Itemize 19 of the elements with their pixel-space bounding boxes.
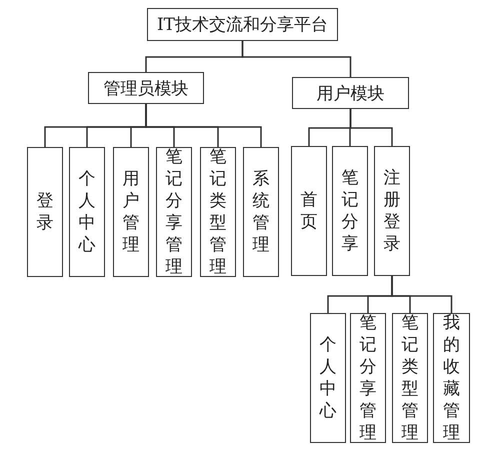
module-box: 用户模块 [292, 77, 409, 109]
module-box: 笔记分享管理 [156, 147, 192, 277]
connector-line [350, 109, 393, 146]
module-box: 登录 [27, 147, 63, 277]
module-box: 我的收藏管理 [433, 313, 470, 443]
module-box: 注册登录 [374, 146, 410, 276]
module-box: 笔记分享管理 [350, 313, 386, 443]
connector-line [391, 276, 452, 313]
module-box: 个人中心 [69, 147, 105, 277]
title-box: IT技术交流和分享平台 [147, 8, 338, 41]
module-box: 管理员模块 [88, 72, 204, 104]
module-box: 个人中心 [310, 313, 346, 443]
module-box: 系统管理 [243, 147, 279, 277]
module-box: 首页 [291, 146, 327, 276]
module-box: 用户管理 [113, 147, 149, 277]
module-box: 笔记类型管理 [392, 313, 428, 443]
module-box: 笔记分享 [332, 146, 368, 276]
module-box: 笔记类型管理 [200, 147, 236, 277]
connector-line [242, 41, 352, 77]
